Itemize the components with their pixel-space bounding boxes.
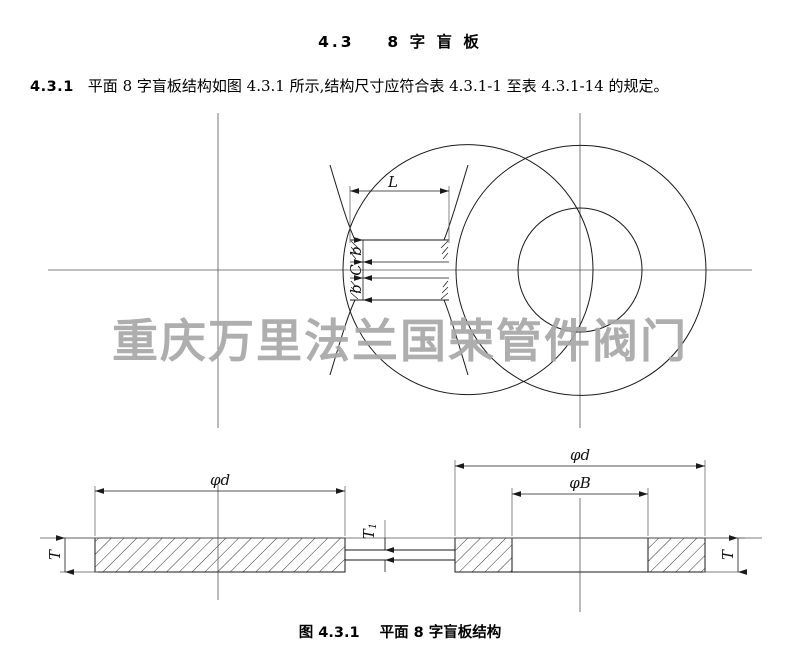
figure-caption-title: 平面 8 字盲板结构 xyxy=(379,625,502,641)
section-left-phid-label: φd xyxy=(210,471,230,489)
section-right-phid-label: φd xyxy=(570,446,590,464)
plan-right-disc-outline xyxy=(455,144,707,396)
figure-caption-label: 图 4.3.1 xyxy=(298,625,360,641)
plan-bridge-dim-bottom-label: b xyxy=(347,284,365,294)
section-right-phiB-label: φB xyxy=(569,474,591,492)
clause-number: 4.3.1 xyxy=(30,79,74,95)
plan-bridge-dim-mid-label: C xyxy=(347,264,365,276)
section-right-plate-right-ring xyxy=(647,537,706,573)
plan-view-group: L b C b xyxy=(48,113,752,428)
plan-left-disc-outline xyxy=(342,144,594,396)
section-bridge-T1-label: T1 xyxy=(360,523,379,539)
section-heading: 4.3 8 字 盲 板 xyxy=(0,30,800,52)
plan-bridge-dim-top-label: b xyxy=(347,246,365,256)
plan-bridge-right-blend-ticks xyxy=(440,240,449,300)
section-view-group: φd T T1 φd φB xyxy=(40,446,762,612)
plan-L-label: L xyxy=(387,173,398,191)
section-right-T-label: T xyxy=(719,549,737,560)
plan-bridge-lower-right-fillet xyxy=(443,299,469,376)
plan-right-disc-bore xyxy=(517,207,643,333)
section-bridge-T1-letter: T xyxy=(360,528,378,539)
plan-bridge-lower-left-fillet xyxy=(329,299,356,376)
section-left-T-label: T xyxy=(46,549,64,560)
section-number: 4.3 xyxy=(318,33,355,51)
plan-bridge-upper-left-fillet xyxy=(329,164,356,241)
section-title-text: 8 字 盲 板 xyxy=(387,33,482,51)
section-left-plate xyxy=(94,537,346,573)
section-bridge-web xyxy=(344,549,456,561)
section-right-plate-left-ring xyxy=(454,537,513,573)
clause-paragraph: 4.3.1 平面 8 字盲板结构如图 4.3.1 所示,结构尺寸应符合表 4.3.… xyxy=(30,76,778,97)
figure-caption: 图 4.3.1 平面 8 字盲板结构 xyxy=(0,621,800,642)
section-bridge-T1-subscript: 1 xyxy=(368,523,379,529)
plan-bridge-upper-right-fillet xyxy=(443,164,469,241)
clause-text: 平面 8 字盲板结构如图 4.3.1 所示,结构尺寸应符合表 4.3.1-1 至… xyxy=(87,77,669,95)
